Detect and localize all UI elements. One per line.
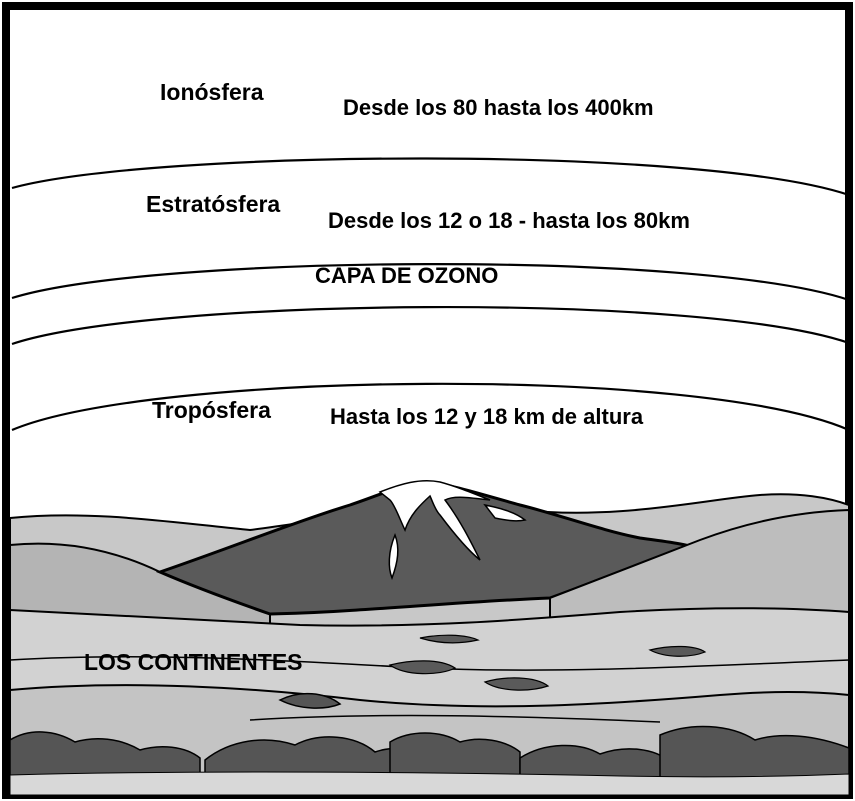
layer-range-troposphere: Hasta los 12 y 18 km de altura xyxy=(330,404,644,429)
layer-name-troposphere: Tropósfera xyxy=(152,397,271,423)
ozone-layer-label: CAPA DE OZONO xyxy=(315,263,498,288)
layer-name-stratosphere: Estratósfera xyxy=(146,191,280,217)
boundary-ionosphere-stratosphere xyxy=(11,157,850,197)
field-line-2 xyxy=(249,714,661,723)
layer-name-ionosphere: Ionósfera xyxy=(160,79,264,105)
dark-patches xyxy=(388,634,707,691)
boundary-troposphere-top xyxy=(11,382,850,432)
grass-strip xyxy=(9,771,850,796)
boundary-ozone-bottom xyxy=(11,306,850,346)
boundary-ozone-top xyxy=(11,263,850,302)
layer-range-ionosphere: Desde los 80 hasta los 400km xyxy=(343,95,654,120)
layer-boundaries xyxy=(11,157,850,432)
landscape xyxy=(9,480,850,796)
mountain xyxy=(155,480,699,616)
layer-range-stratosphere: Desde los 12 o 18 - hasta los 80km xyxy=(328,208,690,233)
continents-label: LOS CONTINENTES xyxy=(84,649,303,675)
snow-cap xyxy=(378,480,527,581)
